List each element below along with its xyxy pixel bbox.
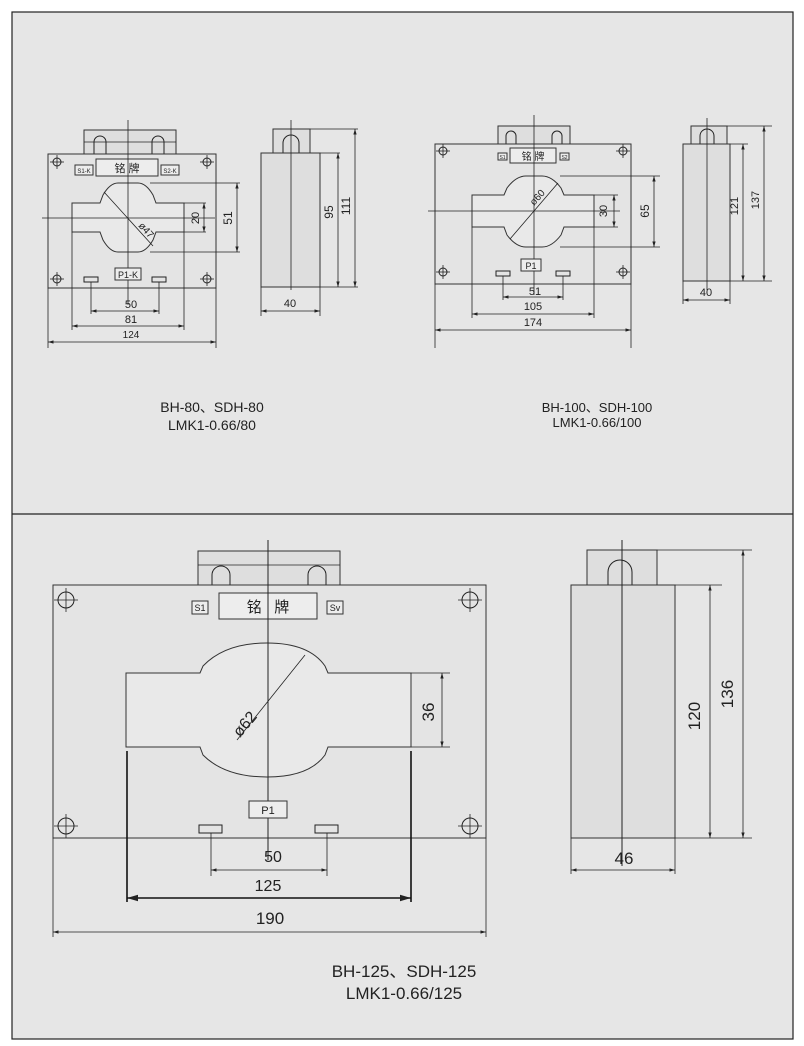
panel2-caption-line2: LMK1-0.66/100 bbox=[553, 415, 642, 430]
panel1-dim-20: 20 bbox=[190, 212, 202, 224]
panel1-dim-95: 95 bbox=[322, 205, 336, 219]
panel1-dim-51: 51 bbox=[221, 211, 235, 225]
panel2-drawing: 铭 牌 S1 S2 ø60 P1 30 65 51 105 bbox=[428, 115, 772, 430]
panel3-s1-label: S1 bbox=[194, 603, 205, 613]
panel2-side-view bbox=[682, 118, 731, 290]
panel1-dim-50: 50 bbox=[125, 299, 137, 311]
panel3-mount-holes bbox=[54, 588, 482, 838]
panel1-dim-111: 111 bbox=[339, 197, 353, 216]
panel3-caption-line1: BH-125、SDH-125 bbox=[332, 962, 477, 981]
panel1-dim-124: 124 bbox=[123, 330, 140, 341]
panel1-s1-label: S1-K bbox=[77, 169, 90, 175]
panel3-dim-125: 125 bbox=[255, 878, 282, 895]
panel2-dim-51: 51 bbox=[529, 286, 541, 298]
panel1-p1-label: P1-K bbox=[118, 270, 138, 280]
panel1-nameplate-text: 铭 牌 bbox=[114, 161, 139, 175]
panel3-dim-50: 50 bbox=[264, 849, 282, 866]
panel3-drawing: 铭 牌 S1 Sv ø62 P1 36 50 125 190 bbox=[52, 540, 752, 1003]
panel1-dim-81: 81 bbox=[125, 314, 137, 326]
panel2-dim-40: 40 bbox=[700, 287, 712, 299]
panel3-dim-36: 36 bbox=[419, 703, 438, 722]
panel3-dim-120: 120 bbox=[685, 702, 704, 730]
panel2-dim-121: 121 bbox=[729, 197, 741, 215]
panel1-mount-holes bbox=[50, 155, 214, 286]
panel3-dim-136: 136 bbox=[718, 680, 737, 708]
panel1-terminal-block bbox=[83, 129, 177, 155]
panel2-p1-label: P1 bbox=[525, 261, 536, 271]
panel3-dim-46: 46 bbox=[615, 849, 634, 868]
panel2-mount-holes bbox=[436, 144, 630, 279]
panel2-caption-line1: BH-100、SDH-100 bbox=[542, 400, 653, 415]
panel3-p1-label: P1 bbox=[261, 805, 274, 817]
panel2-dim-30: 30 bbox=[598, 205, 610, 217]
panel2-dim-174: 174 bbox=[524, 317, 542, 329]
panel3-caption-line2: LMK1-0.66/125 bbox=[346, 984, 462, 1003]
panel2-s2-label: S2 bbox=[561, 155, 567, 161]
panel2-s1-label: S1 bbox=[499, 155, 505, 161]
panel2-nameplate-text: 铭 牌 bbox=[522, 150, 545, 163]
panel3-side-view bbox=[570, 540, 676, 866]
panel1-caption-line1: BH-80、SDH-80 bbox=[160, 399, 264, 415]
panel2-dim-105: 105 bbox=[524, 301, 542, 313]
panel1-dim-40: 40 bbox=[284, 298, 296, 310]
panel2-dim-65: 65 bbox=[638, 204, 652, 218]
panel3-terminal-block bbox=[197, 550, 341, 586]
panel3-s2-label: Sv bbox=[330, 603, 341, 613]
panel1-drawing: 铭 牌 S1-K S2-K ø47 P1-K 20 51 50 bbox=[42, 120, 358, 433]
panel2-dim-137: 137 bbox=[750, 191, 762, 209]
panel3-dim-190: 190 bbox=[256, 909, 284, 928]
panel1-side-view bbox=[260, 120, 321, 290]
panel1-s2-label: S2-K bbox=[163, 169, 176, 175]
panel1-caption-line2: LMK1-0.66/80 bbox=[168, 417, 256, 433]
